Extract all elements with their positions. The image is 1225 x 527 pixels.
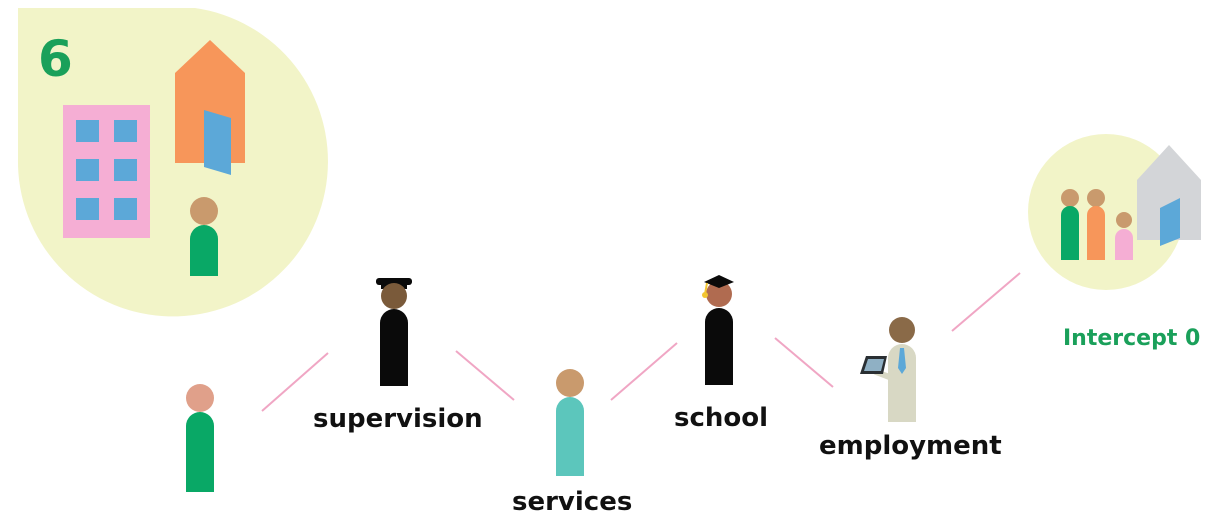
house-icon xyxy=(175,40,245,175)
label-school: school xyxy=(674,403,769,433)
connector-line xyxy=(261,352,329,412)
employee-with-tablet-icon xyxy=(860,317,916,422)
connector-line xyxy=(455,350,515,401)
person-start-icon xyxy=(186,384,214,492)
intercept-0-panel xyxy=(1028,134,1201,290)
step-6-background xyxy=(17,8,328,317)
family-icon xyxy=(1061,189,1133,260)
connector-line xyxy=(951,272,1021,332)
label-intercept-0: Intercept 0 xyxy=(1063,326,1201,351)
graduate-icon xyxy=(702,275,734,385)
connector-line xyxy=(610,342,678,401)
label-employment: employment xyxy=(819,431,1002,461)
step-number: 6 xyxy=(38,30,73,88)
person-green-in-circle-icon xyxy=(190,197,218,276)
label-supervision: supervision xyxy=(313,404,483,434)
step-6-panel xyxy=(17,8,328,317)
grey-house-icon xyxy=(1137,145,1201,246)
label-services: services xyxy=(512,487,633,517)
apartment-building-icon xyxy=(63,105,150,238)
connector-line xyxy=(774,337,834,388)
connector-lines xyxy=(261,272,1021,412)
person-services-icon xyxy=(556,369,584,476)
police-officer-icon xyxy=(376,278,412,386)
